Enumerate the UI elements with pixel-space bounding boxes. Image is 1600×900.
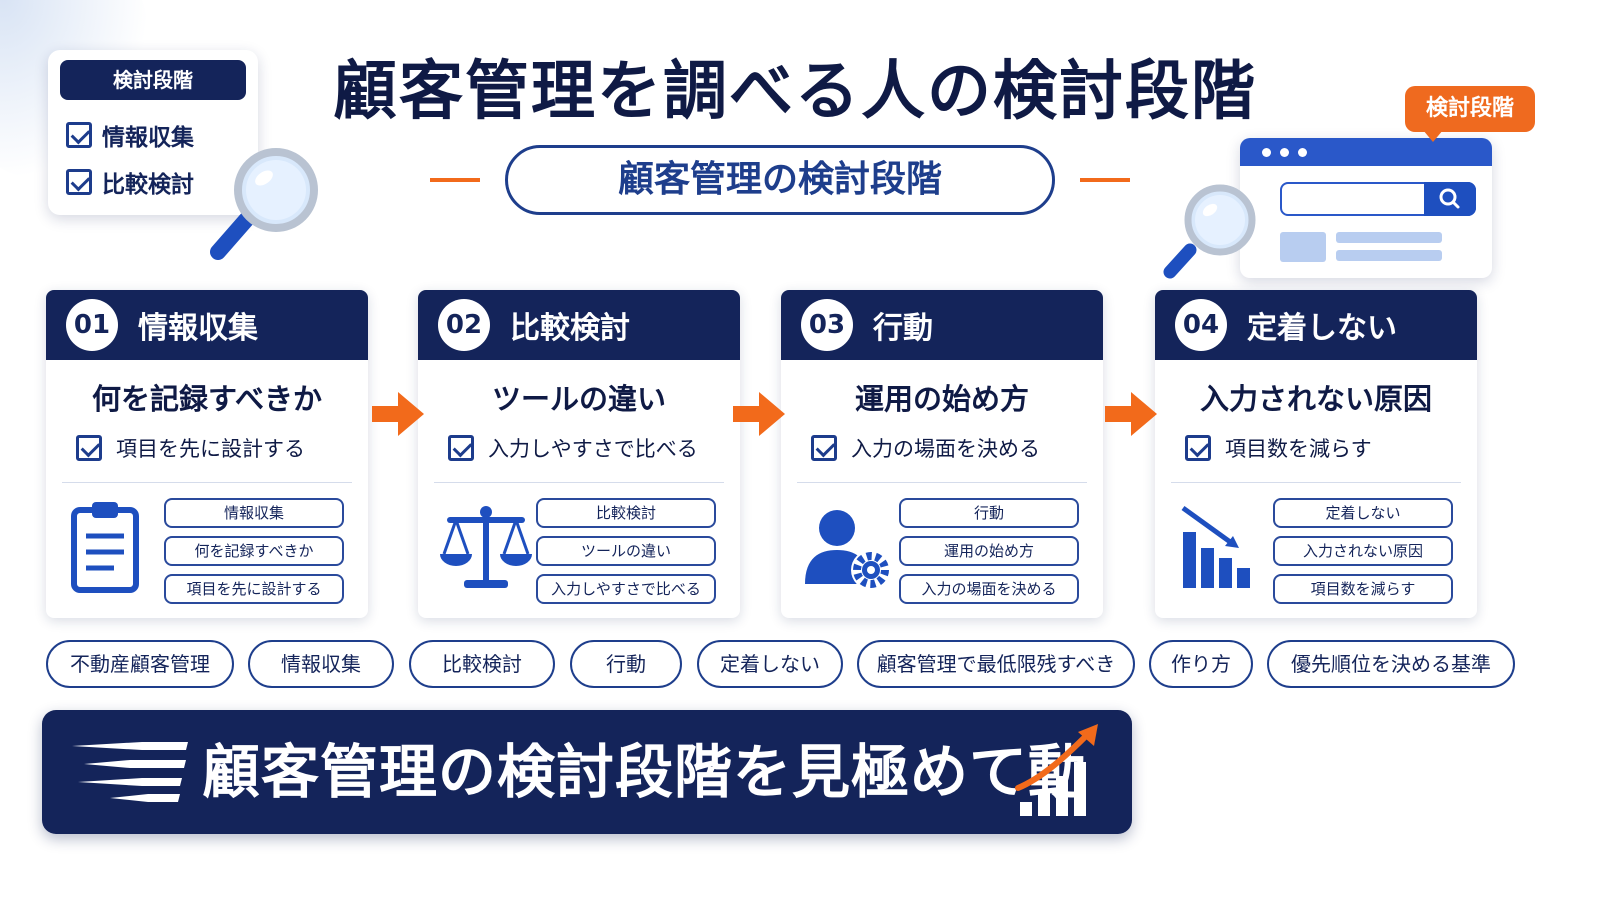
step-tag: 入力の場面を決める — [899, 574, 1079, 604]
step-card-02: 02 比較検討 ツールの違い 入力しやすさで比べる 比較検討 ツールの違い 入力… — [418, 290, 740, 618]
keyword-pill: 顧客管理で最低限残すべき — [857, 640, 1135, 688]
step-title: 定着しない — [1247, 311, 1397, 346]
subtitle: 顧客管理の検討段階 — [505, 145, 1055, 215]
step-tag: 入力されない原因 — [1273, 536, 1453, 566]
subtitle-group: 顧客管理の検討段階 — [430, 145, 1130, 215]
step-check-label: 項目数を減らす — [1225, 437, 1372, 461]
page-title: 顧客管理を調べる人の検討段階 — [333, 55, 1257, 129]
placeholder-line — [1336, 250, 1442, 261]
placeholder-block — [1280, 232, 1326, 262]
step-card-01: 01 情報収集 何を記録すべきか 項目を先に設計する 情報収集 何を記録すべきか… — [46, 290, 368, 618]
banner-text: 顧客管理の検討段階を見極めて動く — [202, 738, 1088, 900]
checkbox-icon — [448, 435, 474, 461]
keyword-pill: 行動 — [570, 640, 682, 688]
step-tag: 何を記録すべきか — [164, 536, 344, 566]
keyword-pill: 優先順位を決める基準 — [1267, 640, 1515, 688]
checkbox-icon — [1185, 435, 1211, 461]
scale-icon — [440, 506, 532, 588]
step-heading: ツールの違い — [491, 382, 666, 416]
step-header: 01 情報収集 — [46, 290, 368, 360]
step-tag: 比較検討 — [536, 498, 716, 528]
magnifier-icon — [210, 148, 318, 260]
checkbox-icon — [66, 169, 92, 195]
checklist-item: 情報収集 — [66, 118, 194, 152]
divider — [62, 482, 352, 483]
step-check: 入力しやすさで比べる — [448, 433, 730, 463]
step-card-04: 04 定着しない 入力されない原因 項目数を減らす 定着しない 入力されない原因… — [1155, 290, 1477, 618]
arrow-right-icon — [733, 392, 785, 436]
decor-line — [430, 178, 480, 182]
step-title: 情報収集 — [138, 311, 258, 346]
checkbox-icon — [76, 435, 102, 461]
step-check-label: 入力しやすさで比べる — [488, 437, 698, 461]
checkbox-icon — [66, 122, 92, 148]
step-number: 01 — [66, 299, 118, 351]
stage-tag: 検討段階 — [1405, 86, 1535, 142]
step-tags: 定着しない 入力されない原因 項目数を減らす — [1273, 498, 1453, 604]
step-number: 04 — [1175, 299, 1227, 351]
browser-illustration — [1240, 138, 1492, 278]
step-check-label: 項目を先に設計する — [116, 437, 305, 461]
step-header: 04 定着しない — [1155, 290, 1477, 360]
step-check: 入力の場面を決める — [811, 433, 1093, 463]
step-tags: 比較検討 ツールの違い 入力しやすさで比べる — [536, 498, 716, 604]
growth-chart-icon — [1015, 724, 1098, 816]
keyword-pill: 作り方 — [1149, 640, 1253, 688]
stage-checklist-label: 検討段階 — [60, 60, 246, 100]
step-tags: 行動 運用の始め方 入力の場面を決める — [899, 498, 1079, 604]
arrow-right-icon — [1105, 392, 1157, 436]
step-tag: 行動 — [899, 498, 1079, 528]
keyword-pill: 不動産顧客管理 — [46, 640, 234, 688]
stage-checklist-card: 検討段階 情報収集 比較検討 — [48, 50, 258, 215]
step-heading: 入力されない原因 — [1199, 382, 1432, 416]
search-bar-illustration — [1280, 182, 1476, 216]
arrow-right-icon — [372, 392, 424, 436]
speed-lines-icon — [72, 742, 188, 802]
keyword-pill: 比較検討 — [409, 640, 555, 688]
step-number: 02 — [438, 299, 490, 351]
placeholder-line — [1336, 232, 1442, 243]
divider — [434, 482, 724, 483]
step-tag: 定着しない — [1273, 498, 1453, 528]
step-check: 項目を先に設計する — [76, 433, 358, 463]
step-tags: 情報収集 何を記録すべきか 項目を先に設計する — [164, 498, 344, 604]
conclusion-banner: 顧客管理の検討段階を見極めて動く — [42, 710, 1132, 900]
step-number: 03 — [801, 299, 853, 351]
divider — [797, 482, 1087, 483]
step-title: 行動 — [873, 311, 933, 346]
declining-chart-icon — [1181, 505, 1250, 588]
divider — [1171, 482, 1461, 483]
checklist-item: 比較検討 — [66, 165, 194, 199]
step-tag: 項目数を減らす — [1273, 574, 1453, 604]
search-icon — [1424, 182, 1476, 216]
step-card-03: 03 行動 運用の始め方 入力の場面を決める 行動 運用の始め方 入力の場面を決… — [781, 290, 1103, 618]
step-tag: 運用の始め方 — [899, 536, 1079, 566]
step-check: 項目数を減らす — [1185, 433, 1467, 463]
step-heading: 運用の始め方 — [854, 382, 1029, 416]
step-header: 02 比較検討 — [418, 290, 740, 360]
step-tag: 情報収集 — [164, 498, 344, 528]
magnifier-icon — [1163, 184, 1256, 279]
keyword-pill: 情報収集 — [248, 640, 394, 688]
browser-titlebar — [1240, 138, 1492, 166]
step-header: 03 行動 — [781, 290, 1103, 360]
decor-line — [1080, 178, 1130, 182]
step-tag: ツールの違い — [536, 536, 716, 566]
step-title: 比較検討 — [510, 311, 630, 346]
checklist-item-label: 比較検討 — [102, 172, 194, 198]
step-tag: 入力しやすさで比べる — [536, 574, 716, 604]
clipboard-icon — [71, 502, 139, 593]
step-heading: 何を記録すべきか — [92, 382, 322, 416]
step-check-label: 入力の場面を決める — [851, 437, 1040, 461]
user-gear-icon — [805, 510, 891, 590]
step-tag: 項目を先に設計する — [164, 574, 344, 604]
checklist-item-label: 情報収集 — [102, 125, 194, 151]
keyword-pill: 定着しない — [697, 640, 843, 688]
checkbox-icon — [811, 435, 837, 461]
